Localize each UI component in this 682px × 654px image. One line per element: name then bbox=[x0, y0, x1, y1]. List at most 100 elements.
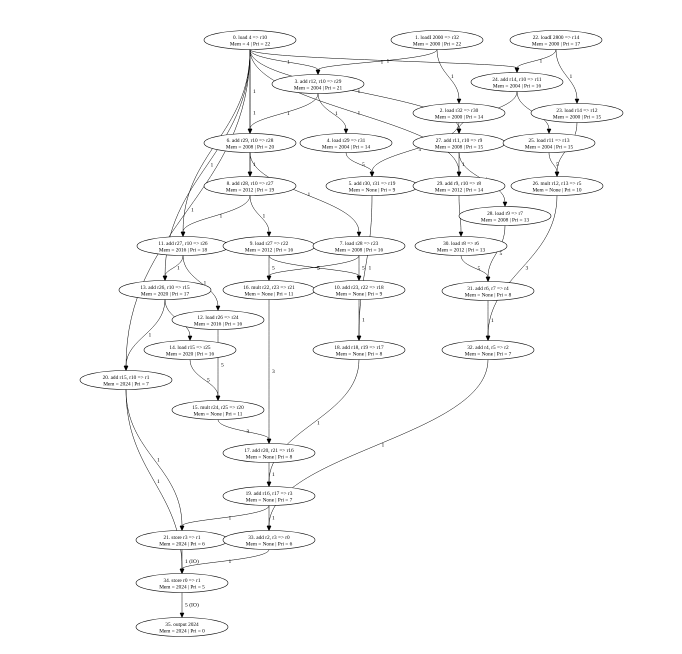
node-label: 4. load r29 => r31 bbox=[327, 138, 366, 144]
graph-edge: 1 bbox=[179, 505, 270, 532]
node-label: 11. add r27, r10 => r26 bbox=[158, 241, 208, 247]
node-stats: Mem = None | Pri = 6 bbox=[246, 542, 293, 548]
node-ellipse bbox=[441, 281, 535, 301]
arrowhead-icon bbox=[266, 231, 272, 238]
node-label: 24. add r14, r10 => r11 bbox=[492, 77, 542, 83]
node-ellipse bbox=[222, 443, 316, 463]
node-ellipse bbox=[79, 370, 173, 390]
node-label: 21. store r3 => r1 bbox=[163, 535, 200, 541]
arrowhead-icon bbox=[554, 171, 560, 178]
arrowhead-icon bbox=[123, 365, 129, 372]
edge-line bbox=[487, 195, 558, 337]
edge-label: 5 bbox=[317, 265, 320, 271]
edge-label: 1 bbox=[272, 515, 275, 521]
arrowhead-icon bbox=[458, 231, 464, 238]
node-label: 32. add r4, r5 => r2 bbox=[467, 345, 509, 351]
node-label: 27. add r11, r10 => r9 bbox=[436, 138, 483, 144]
node-ellipse bbox=[312, 340, 406, 360]
edge-line bbox=[125, 389, 183, 527]
edge-label: 1 bbox=[358, 110, 361, 116]
node-ellipse bbox=[171, 310, 265, 330]
arrowhead-icon bbox=[456, 171, 462, 178]
node-label: 9. load r27 => r22 bbox=[250, 241, 289, 247]
node-stats: Mem = 2024 | Pri = 0 bbox=[159, 629, 205, 635]
node-stats: Mem = None | Pri = 9 bbox=[336, 292, 383, 298]
edge-label: 1 bbox=[204, 280, 207, 286]
edge-line bbox=[268, 359, 360, 483]
edge-line bbox=[249, 49, 518, 69]
edge-label: 1 bbox=[211, 162, 214, 168]
node-ellipse bbox=[203, 176, 297, 196]
node-stats: Mem = None | Pri = 9 bbox=[349, 188, 396, 194]
edge-line bbox=[125, 49, 251, 367]
edge-label: 1 bbox=[287, 59, 290, 65]
arrowhead-icon bbox=[343, 128, 349, 135]
edge-label: 1 bbox=[157, 457, 160, 463]
node-stats: Mem = 2004 | Pri = 14 bbox=[322, 145, 371, 151]
node-label: 16. mult r22, r23 => r21 bbox=[243, 285, 295, 291]
node-ellipse bbox=[441, 340, 535, 360]
edge-line bbox=[548, 152, 558, 173]
graph-edge: 1 bbox=[266, 359, 489, 532]
graph-edge: 1 bbox=[266, 359, 360, 488]
edge-line bbox=[371, 122, 460, 173]
node-label: 22. loadI 2800 => r14 bbox=[533, 35, 580, 41]
node-stats: Mem = 2008 | Pri = 20 bbox=[226, 145, 275, 151]
edge-label: 5 bbox=[419, 147, 422, 153]
node-label: 5. add r30, r31 => r19 bbox=[349, 181, 396, 187]
edge-label: 5 bbox=[317, 265, 320, 271]
edge-label: 1 bbox=[491, 318, 494, 324]
graph-edge: 5 bbox=[345, 152, 375, 178]
edge-label: 1 bbox=[220, 213, 223, 219]
node-label: 15. mult r24, r25 => r20 bbox=[192, 405, 244, 411]
arrowhead-icon bbox=[502, 201, 508, 208]
edge-line bbox=[516, 49, 557, 69]
graph-edge: 1 bbox=[123, 299, 166, 372]
arrowhead-icon bbox=[162, 275, 168, 282]
graph-edge: 1 bbox=[249, 49, 520, 74]
node-stats: Mem = None | Pri = 8 bbox=[465, 293, 512, 299]
edge-label: 1 bbox=[358, 89, 361, 95]
node-ellipse bbox=[509, 30, 603, 50]
node-label: 17. add r20, r21 => r16 bbox=[244, 448, 294, 454]
node-label: 34. store r0 => r1 bbox=[163, 578, 200, 584]
arrowhead-icon bbox=[180, 231, 186, 238]
node-stats: Mem = 2000 | Pri = 17 bbox=[532, 42, 581, 48]
edge-label: 1 bbox=[382, 442, 385, 448]
node-ellipse bbox=[271, 74, 365, 94]
graph-edge: 5 bbox=[548, 152, 560, 178]
arrowhead-icon bbox=[485, 335, 491, 342]
graph-edge: 1 bbox=[247, 93, 319, 135]
edge-label: 5 bbox=[478, 266, 481, 272]
graph-edge: 1 bbox=[247, 49, 256, 135]
edge-label: 1 bbox=[177, 265, 180, 271]
graph-edge: 1 bbox=[180, 195, 251, 238]
edge-label: 1 bbox=[369, 265, 372, 271]
node-stats: Mem = 2020 | Pri = 17 bbox=[141, 292, 190, 298]
node-stats: Mem = None | Pri = 10 bbox=[532, 188, 581, 194]
arrowhead-icon bbox=[574, 98, 580, 105]
edge-line bbox=[181, 505, 270, 527]
graph-edge: 3 bbox=[266, 299, 275, 445]
node-label: 8. add r28, r10 => r27 bbox=[227, 181, 274, 187]
edge-label: 1 bbox=[229, 559, 232, 565]
arrowhead-icon bbox=[215, 395, 221, 402]
node-label: 0. load 4 => r10 bbox=[233, 35, 267, 41]
node-label: 10. add r23, r22 => r18 bbox=[334, 285, 384, 291]
node-stats: Mem = 2016 | Pri = 16 bbox=[194, 322, 243, 328]
graph-edge: 1 bbox=[266, 462, 275, 488]
